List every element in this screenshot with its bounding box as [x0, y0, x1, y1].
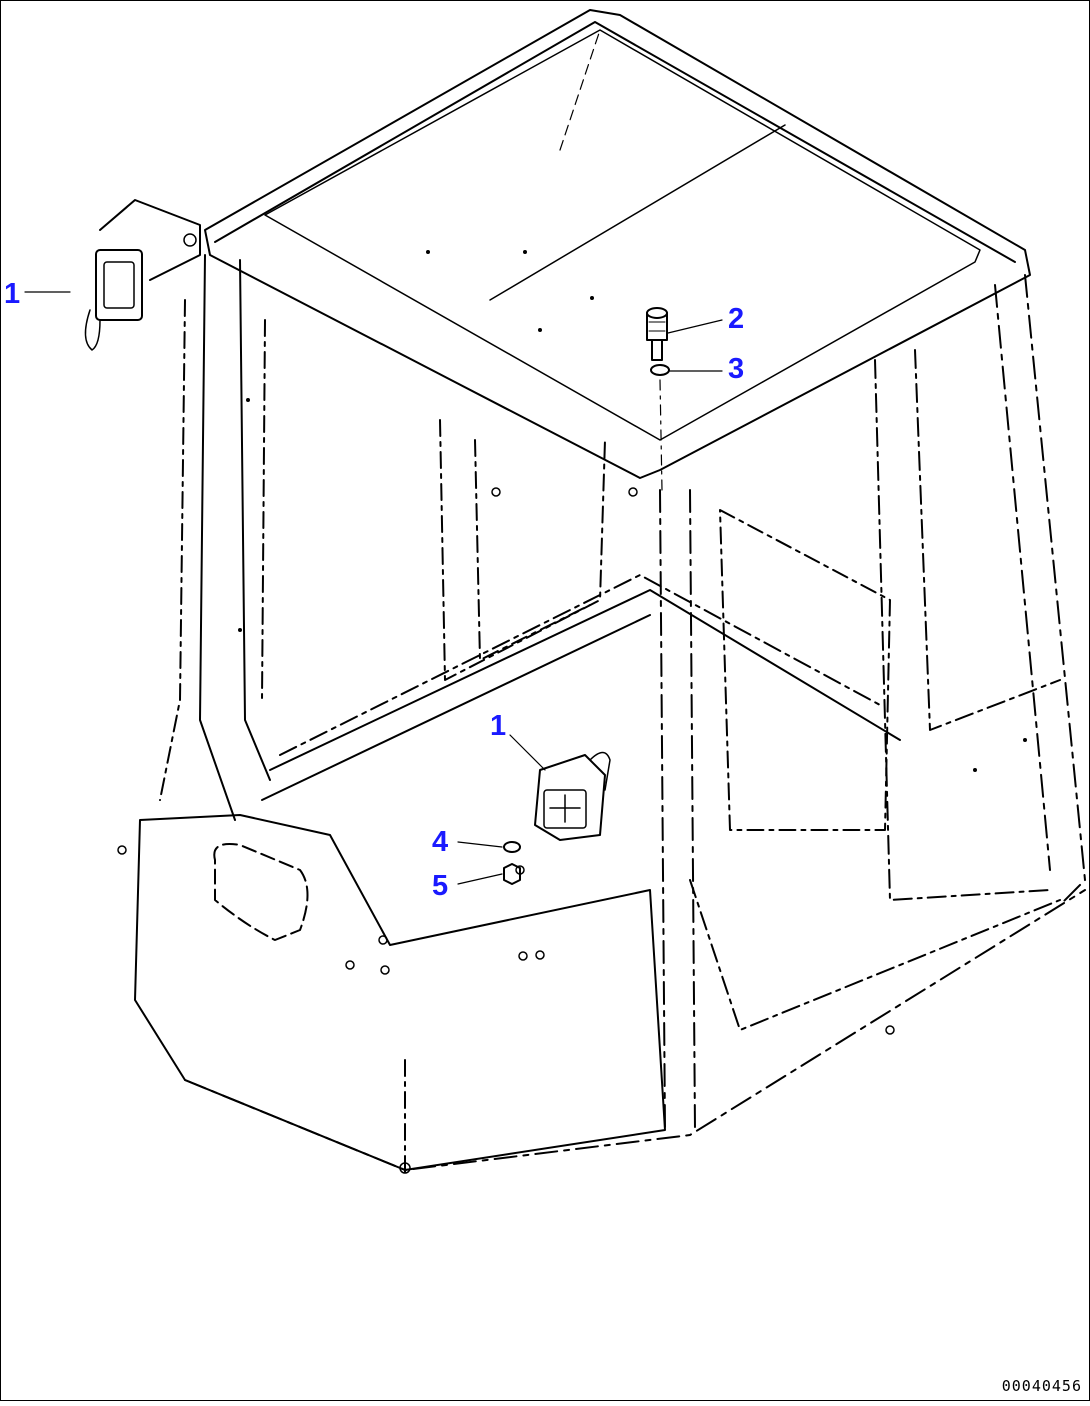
- bolt-axis: [659, 379, 663, 491]
- callout-2-bolt: 2: [728, 303, 745, 335]
- nut-shape: [503, 863, 521, 885]
- rear-window-frame: [719, 509, 891, 831]
- callout-1-lamp-rear: 1: [490, 710, 507, 742]
- leader-5: [457, 873, 503, 885]
- lower-body-right: [689, 879, 1061, 1031]
- leader-2: [667, 319, 723, 334]
- step-cutout: [213, 843, 309, 941]
- callout-5-nut: 5: [432, 870, 449, 902]
- left-front-pillar: [199, 254, 271, 821]
- side-window-frame: [439, 419, 606, 681]
- roof-divider-2: [559, 29, 601, 151]
- front-beam-dashed: [279, 574, 881, 756]
- washer-top-shape: [650, 364, 670, 376]
- roof-panel: [264, 29, 981, 441]
- callout-1-lamp-upper: 1: [4, 278, 21, 310]
- rear-inner-frame: [874, 349, 1061, 901]
- callout-3-washer: 3: [728, 353, 745, 385]
- front-lower-beam: [261, 589, 901, 801]
- leader-4: [457, 841, 503, 848]
- lower-body: [134, 814, 666, 1171]
- callout-4-washer: 4: [432, 826, 449, 858]
- center-post: [659, 489, 696, 1131]
- leader-1b: [509, 734, 546, 771]
- lower-body-bottom: [184, 889, 1086, 1171]
- rear-right-pillar: [994, 274, 1086, 906]
- roof-frame: [204, 9, 1031, 479]
- washer-lower-shape: [503, 841, 521, 853]
- roof-divider-1: [489, 124, 786, 301]
- roof-inner-edge: [214, 21, 1016, 263]
- lamp-left-upper-shape: [84, 199, 201, 351]
- bolt-shape: [646, 307, 668, 361]
- lamp-rear-shape: [534, 751, 611, 841]
- drawing-number: 00040456: [1001, 1377, 1082, 1395]
- left-pillar-dashed: [159, 299, 266, 801]
